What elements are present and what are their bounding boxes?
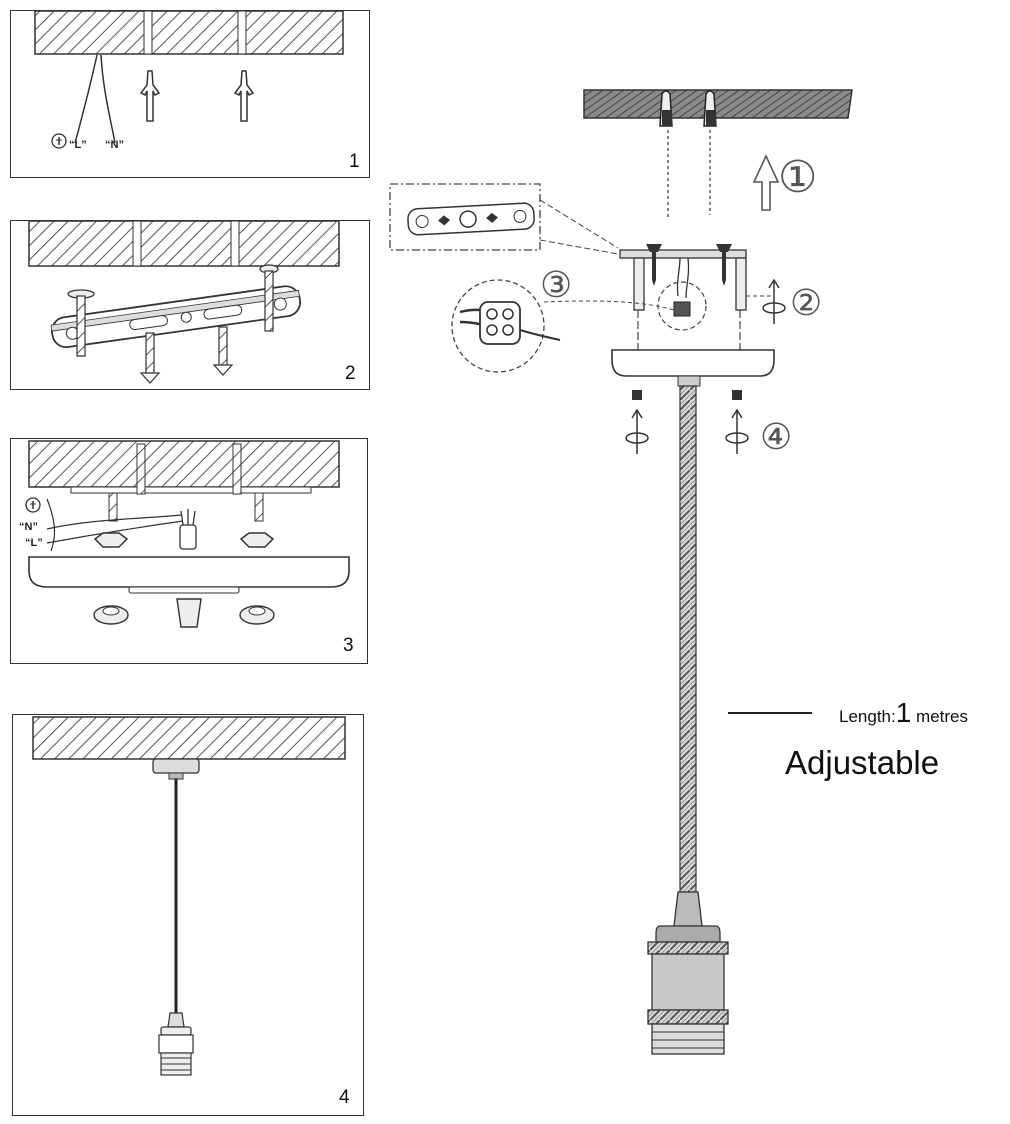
earth-ground-icon [25,497,41,513]
wall-plug-icon [132,221,142,267]
mounting-bracket [70,486,312,494]
canopy-nut [732,390,742,400]
wire-label-neutral: “N” [19,521,38,533]
terminal-block-detail [459,301,561,345]
hex-nut [93,532,129,548]
screw-icon [259,264,279,332]
supply-wire [676,257,690,299]
wire-label-neutral: “N” [105,139,124,151]
canopy-collar [128,586,240,594]
ceiling-block [28,440,340,488]
step-4-illustration [32,716,346,1076]
rotate-arrow-icon [725,408,749,454]
hex-nut [239,532,275,548]
terminal-block [179,509,197,550]
ceiling-canopy [611,349,775,377]
wall-plug-icon [703,90,717,127]
ceiling-canopy [28,556,350,588]
step-marker-3: ③ [540,264,573,305]
ceiling-slab [583,89,853,119]
step-1-panel: “L” “N” 1 [10,10,370,178]
length-unit: metres [916,707,969,726]
mounting-bracket [50,285,302,349]
wire-label-live: “L” [25,537,43,549]
live-wire [74,54,98,144]
drill-hole [143,11,153,55]
live-wire [46,520,184,544]
neutral-wire [100,54,116,144]
cable-grip [677,375,701,387]
screw-icon [136,443,146,495]
neutral-wire [46,514,182,530]
wall-plug-icon [233,70,255,122]
length-label: Length:1 metres [839,697,968,729]
screw-icon [139,332,161,384]
wire-label-live: “L” [69,139,87,151]
step-marker-1: ① [778,153,818,202]
length-value: 1 [895,697,912,728]
step-number: 1 [349,151,360,172]
step-number: 3 [343,635,354,656]
cable-grip [176,598,202,628]
threaded-rod [108,492,118,522]
guide-line [746,282,775,297]
length-prefix: Length: [839,707,896,726]
lamp-holder [158,1012,194,1076]
earth-ground-icon [51,133,67,149]
step-2-panel: 2 [10,220,370,390]
pendant-cord [679,385,697,893]
step-1-illustration [34,11,344,149]
step-2-illustration [28,221,340,384]
arrow-up-icon [752,154,780,211]
step-number: 2 [345,363,356,384]
ceiling-block [34,11,344,55]
step-4-panel: 4 [12,714,364,1116]
mounting-bracket [619,249,747,259]
rotate-arrow-icon [625,408,649,454]
screw-icon [646,244,662,286]
canopy-nut [632,390,642,400]
wall-plug-icon [139,70,161,122]
ceiling-canopy [152,758,200,774]
screw-icon [212,326,234,376]
wall-plug-icon [659,90,673,127]
threaded-rod [633,257,645,311]
step-3-illustration [25,440,350,628]
lamp-holder [647,891,729,1055]
screw-icon [232,443,242,495]
ceiling-block [32,716,346,760]
threaded-rod [254,492,264,522]
bracket-detail [407,202,535,236]
step-number: 4 [339,1087,350,1108]
step-marker-4: ④ [760,416,793,457]
drill-hole [237,11,247,55]
screw-icon [716,244,732,286]
cable-grip [168,772,184,780]
wall-plug-icon [230,221,240,267]
step-3-panel: “N” “L” 3 [10,438,368,664]
adjustable-label: Adjustable [785,744,940,781]
exploded-assembly-diagram [389,89,853,1055]
callout-leader [539,199,619,249]
ceiling-block [28,221,340,267]
step-marker-2: ② [790,282,823,323]
threaded-rod [735,257,747,311]
callout-leader [543,300,675,311]
callout-leader [539,239,619,255]
earth-wire [46,498,56,552]
terminal-block [673,301,691,317]
screw-icon [67,289,95,357]
